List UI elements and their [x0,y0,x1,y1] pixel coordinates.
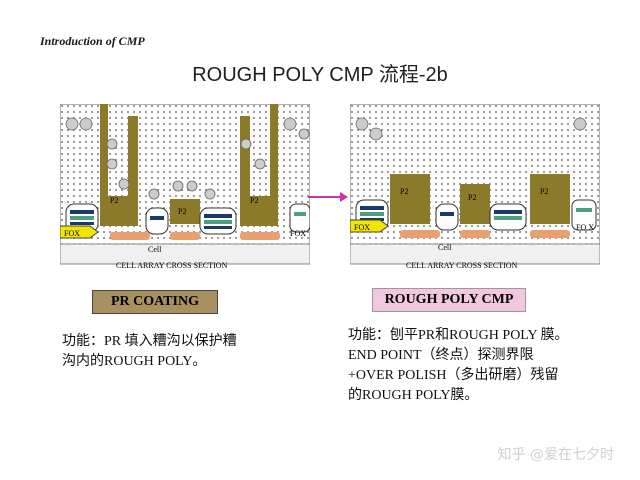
process-arrow-icon [308,192,348,202]
watermark: 知乎 @爱在七夕时 [497,447,614,463]
rough-poly-cmp-label: ROUGH POLY CMP [372,288,526,312]
fox-label-left: FOX [354,223,370,232]
p2-label: P2 [178,207,186,216]
pr-coating-label: PR COATING [92,290,218,314]
section-label: CELL ARRAY CROSS SECTION [116,261,228,270]
cell-label: Cell [148,245,162,254]
p2-label: P2 [468,193,476,202]
cell-label: Cell [438,243,452,252]
right-caption: 功能：刨平PR和ROUGH POLY 膜。 END POINT（终点）探测界限 … [348,328,569,403]
left-caption: 功能：PR 填入糟沟以保护糟 沟内的ROUGH POLY。 [62,334,237,369]
right-cross-section-diagram: FOX FO X P2 P2 P2 Cell CELL ARRAY CROSS … [350,104,600,270]
left-cross-section-diagram: FOX FOX P2 P2 P2 Cell CELL ARRAY CROSS S… [60,104,310,270]
p2-label: P2 [540,187,548,196]
p2-label: P2 [250,196,258,205]
slide-title: ROUGH POLY CMP 流程-2b [192,64,448,86]
header-text: Introduction of CMP [40,34,145,48]
p2-label: P2 [400,187,408,196]
fox-label-left: FOX [64,229,80,238]
fox-label-right: FOX [290,229,306,238]
p2-label: P2 [110,196,118,205]
fox-label-right: FO X [576,223,594,232]
section-label: CELL ARRAY CROSS SECTION [406,261,518,270]
